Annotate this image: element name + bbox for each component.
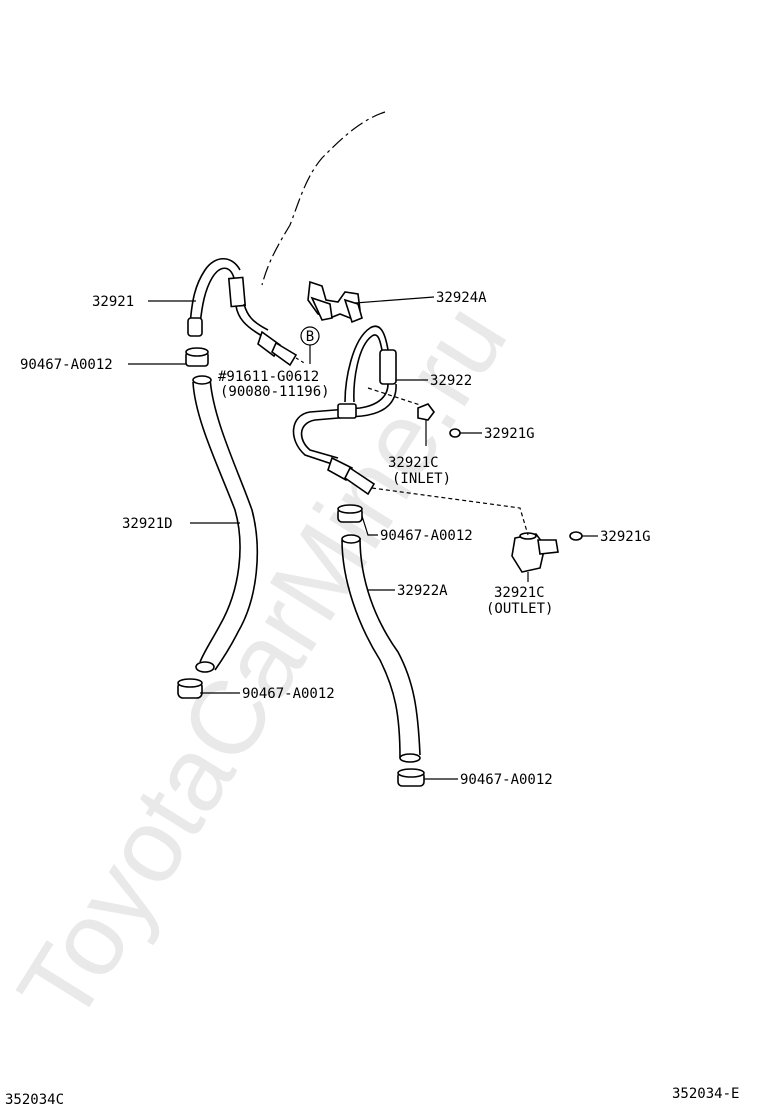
footer-left-code: 352034C [5, 1092, 64, 1108]
label-91611: #91611-G0612 [218, 369, 319, 385]
bracket-32924A [307, 280, 363, 324]
fitting-32921C-outlet [511, 532, 559, 573]
label-32921C-inlet: 32921C [388, 455, 439, 471]
label-90467-b: 90467-A0012 [380, 528, 473, 544]
dashed-line-2 [371, 487, 529, 536]
leader-32924A [354, 296, 435, 304]
footer-right-code: 352034-E [672, 1086, 739, 1102]
dashed-line-3 [295, 357, 307, 365]
pipe-32922 [292, 325, 397, 496]
label-90467-c: 90467-A0012 [242, 686, 335, 702]
fitting-32921C-inlet [417, 403, 435, 446]
label-32922: 32922 [430, 373, 472, 389]
hose-32921D [192, 375, 259, 673]
label-32921C-outlet: 32921C [494, 585, 545, 601]
clamp-middle [337, 504, 363, 523]
label-32921D: 32921D [122, 516, 173, 532]
label-90467-a: 90467-A0012 [20, 357, 113, 373]
hose-32922A [341, 534, 421, 763]
label-outlet: (OUTLET) [486, 601, 553, 617]
pipe-32921 [187, 257, 298, 367]
leader-90467-b [361, 515, 378, 536]
label-90467-d: 90467-A0012 [460, 772, 553, 788]
clamp-upper-left [185, 347, 209, 367]
label-32924A: 32924A [436, 290, 487, 306]
o-ring-32921G-1 [449, 428, 461, 438]
dashed-line-1 [367, 387, 421, 406]
label-32921G-2: 32921G [600, 529, 651, 545]
clamp-lower-left [177, 678, 203, 699]
label-32922A: 32922A [397, 583, 448, 599]
label-32921G-1: 32921G [484, 426, 535, 442]
label-90080: (90080-11196) [220, 384, 330, 400]
o-ring-32921G-2 [569, 531, 583, 541]
label-inlet: (INLET) [392, 471, 451, 487]
label-32921: 32921 [92, 294, 134, 310]
clamp-lower-right [397, 768, 425, 787]
engine-outline [261, 111, 386, 286]
reference-b-label: B [306, 329, 314, 345]
